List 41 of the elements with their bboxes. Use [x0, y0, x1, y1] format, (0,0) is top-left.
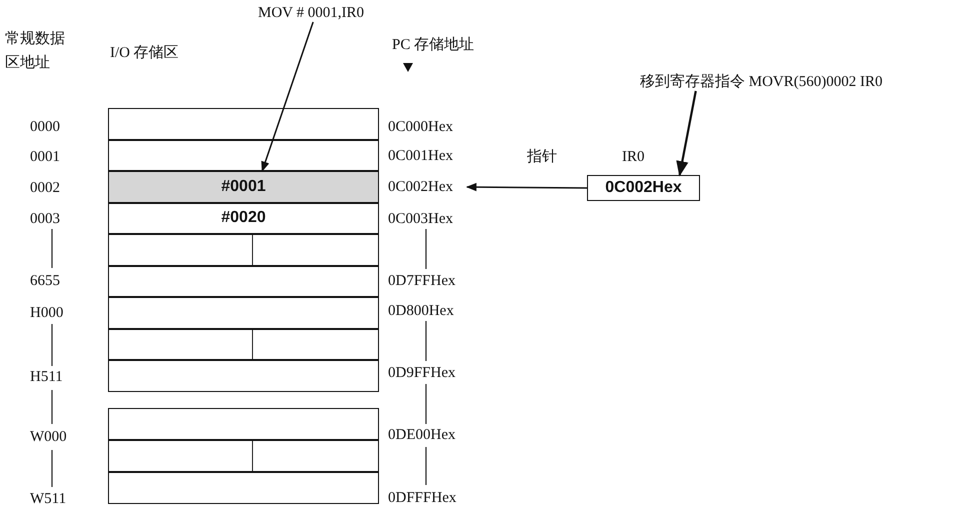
memory-cell [108, 440, 379, 472]
memory-cell: #0001 [108, 171, 379, 202]
address-text: 0000 [30, 118, 60, 136]
address-text: 0C002Hex [388, 178, 453, 196]
address-text: 0001 [30, 148, 60, 166]
memory-cell [108, 408, 379, 440]
memory-cell: #0020 [108, 202, 379, 234]
instruction-text: 移到寄存器指令 MOVR(560)0002 IR0 [640, 73, 882, 91]
address-text: 0C003Hex [388, 210, 453, 228]
address-text: H000 [30, 304, 64, 322]
address-text: 0D7FFHex [388, 272, 456, 290]
memory-cell [108, 472, 379, 504]
memory-cell [108, 360, 379, 392]
area-heading: I/O 存储区 [110, 44, 179, 62]
address-text: 0C000Hex [388, 118, 453, 136]
address-text: H511 [30, 368, 63, 386]
instruction-text: MOV # 0001,IR0 [258, 4, 364, 22]
register-label: IR0 [622, 148, 644, 166]
address-text: 0002 [30, 179, 60, 197]
memory-cell [108, 297, 379, 328]
address-text: 0C001Hex [388, 147, 453, 165]
leader-line [261, 22, 314, 172]
address-text: W000 [30, 428, 67, 446]
arrow [676, 90, 697, 176]
register-box: 0C002Hex [587, 175, 700, 201]
memory-cell [108, 140, 379, 171]
memory-cell [108, 234, 379, 266]
address-text: 0D800Hex [388, 302, 454, 320]
address-heading: 常规数据区地址 [5, 30, 66, 73]
edge-label: 指针 [527, 148, 557, 166]
memory-cell [108, 328, 379, 360]
address-text: 6655 [30, 272, 60, 290]
address-heading: PC 存储地址 [392, 36, 474, 54]
memory-cell [108, 108, 379, 140]
address-text: 0DE00Hex [388, 426, 456, 444]
address-text: W511 [30, 490, 66, 507]
address-text: 0DFFFHex [388, 489, 456, 507]
address-text: 0D9FFHex [388, 364, 456, 382]
arrow [466, 182, 587, 192]
address-text: 0003 [30, 210, 60, 228]
memory-cell [108, 266, 379, 297]
